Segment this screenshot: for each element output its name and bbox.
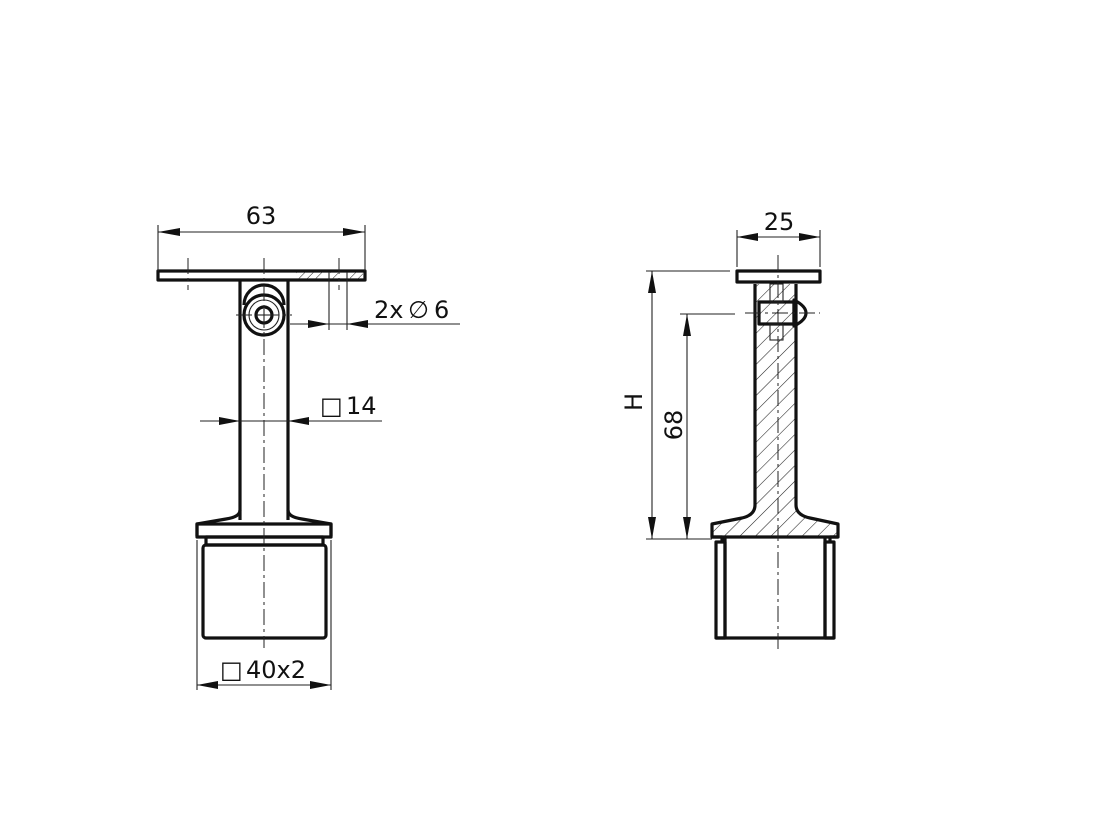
front-top-plate (156, 269, 367, 282)
dim-hole-value: 6 (434, 296, 449, 324)
dim-post-value: 14 (346, 392, 377, 420)
dim-tube-symbol: □ (220, 656, 243, 684)
front-view: 63 2x ∅ 6 □ 14 □ 40x2 (156, 202, 460, 690)
dim-post-symbol: □ (320, 392, 343, 420)
side-view: 25 H 68 (620, 208, 840, 652)
dim-side-width-25: 25 (764, 208, 795, 236)
dim-tube-value: 40x2 (246, 656, 306, 684)
dim-width-63: 63 (246, 202, 277, 230)
dim-hole-symbol: ∅ (408, 296, 429, 324)
dim-height-H: H (620, 393, 648, 411)
dim-hole-count: 2x (374, 296, 403, 324)
dim-height-68: 68 (660, 410, 688, 441)
